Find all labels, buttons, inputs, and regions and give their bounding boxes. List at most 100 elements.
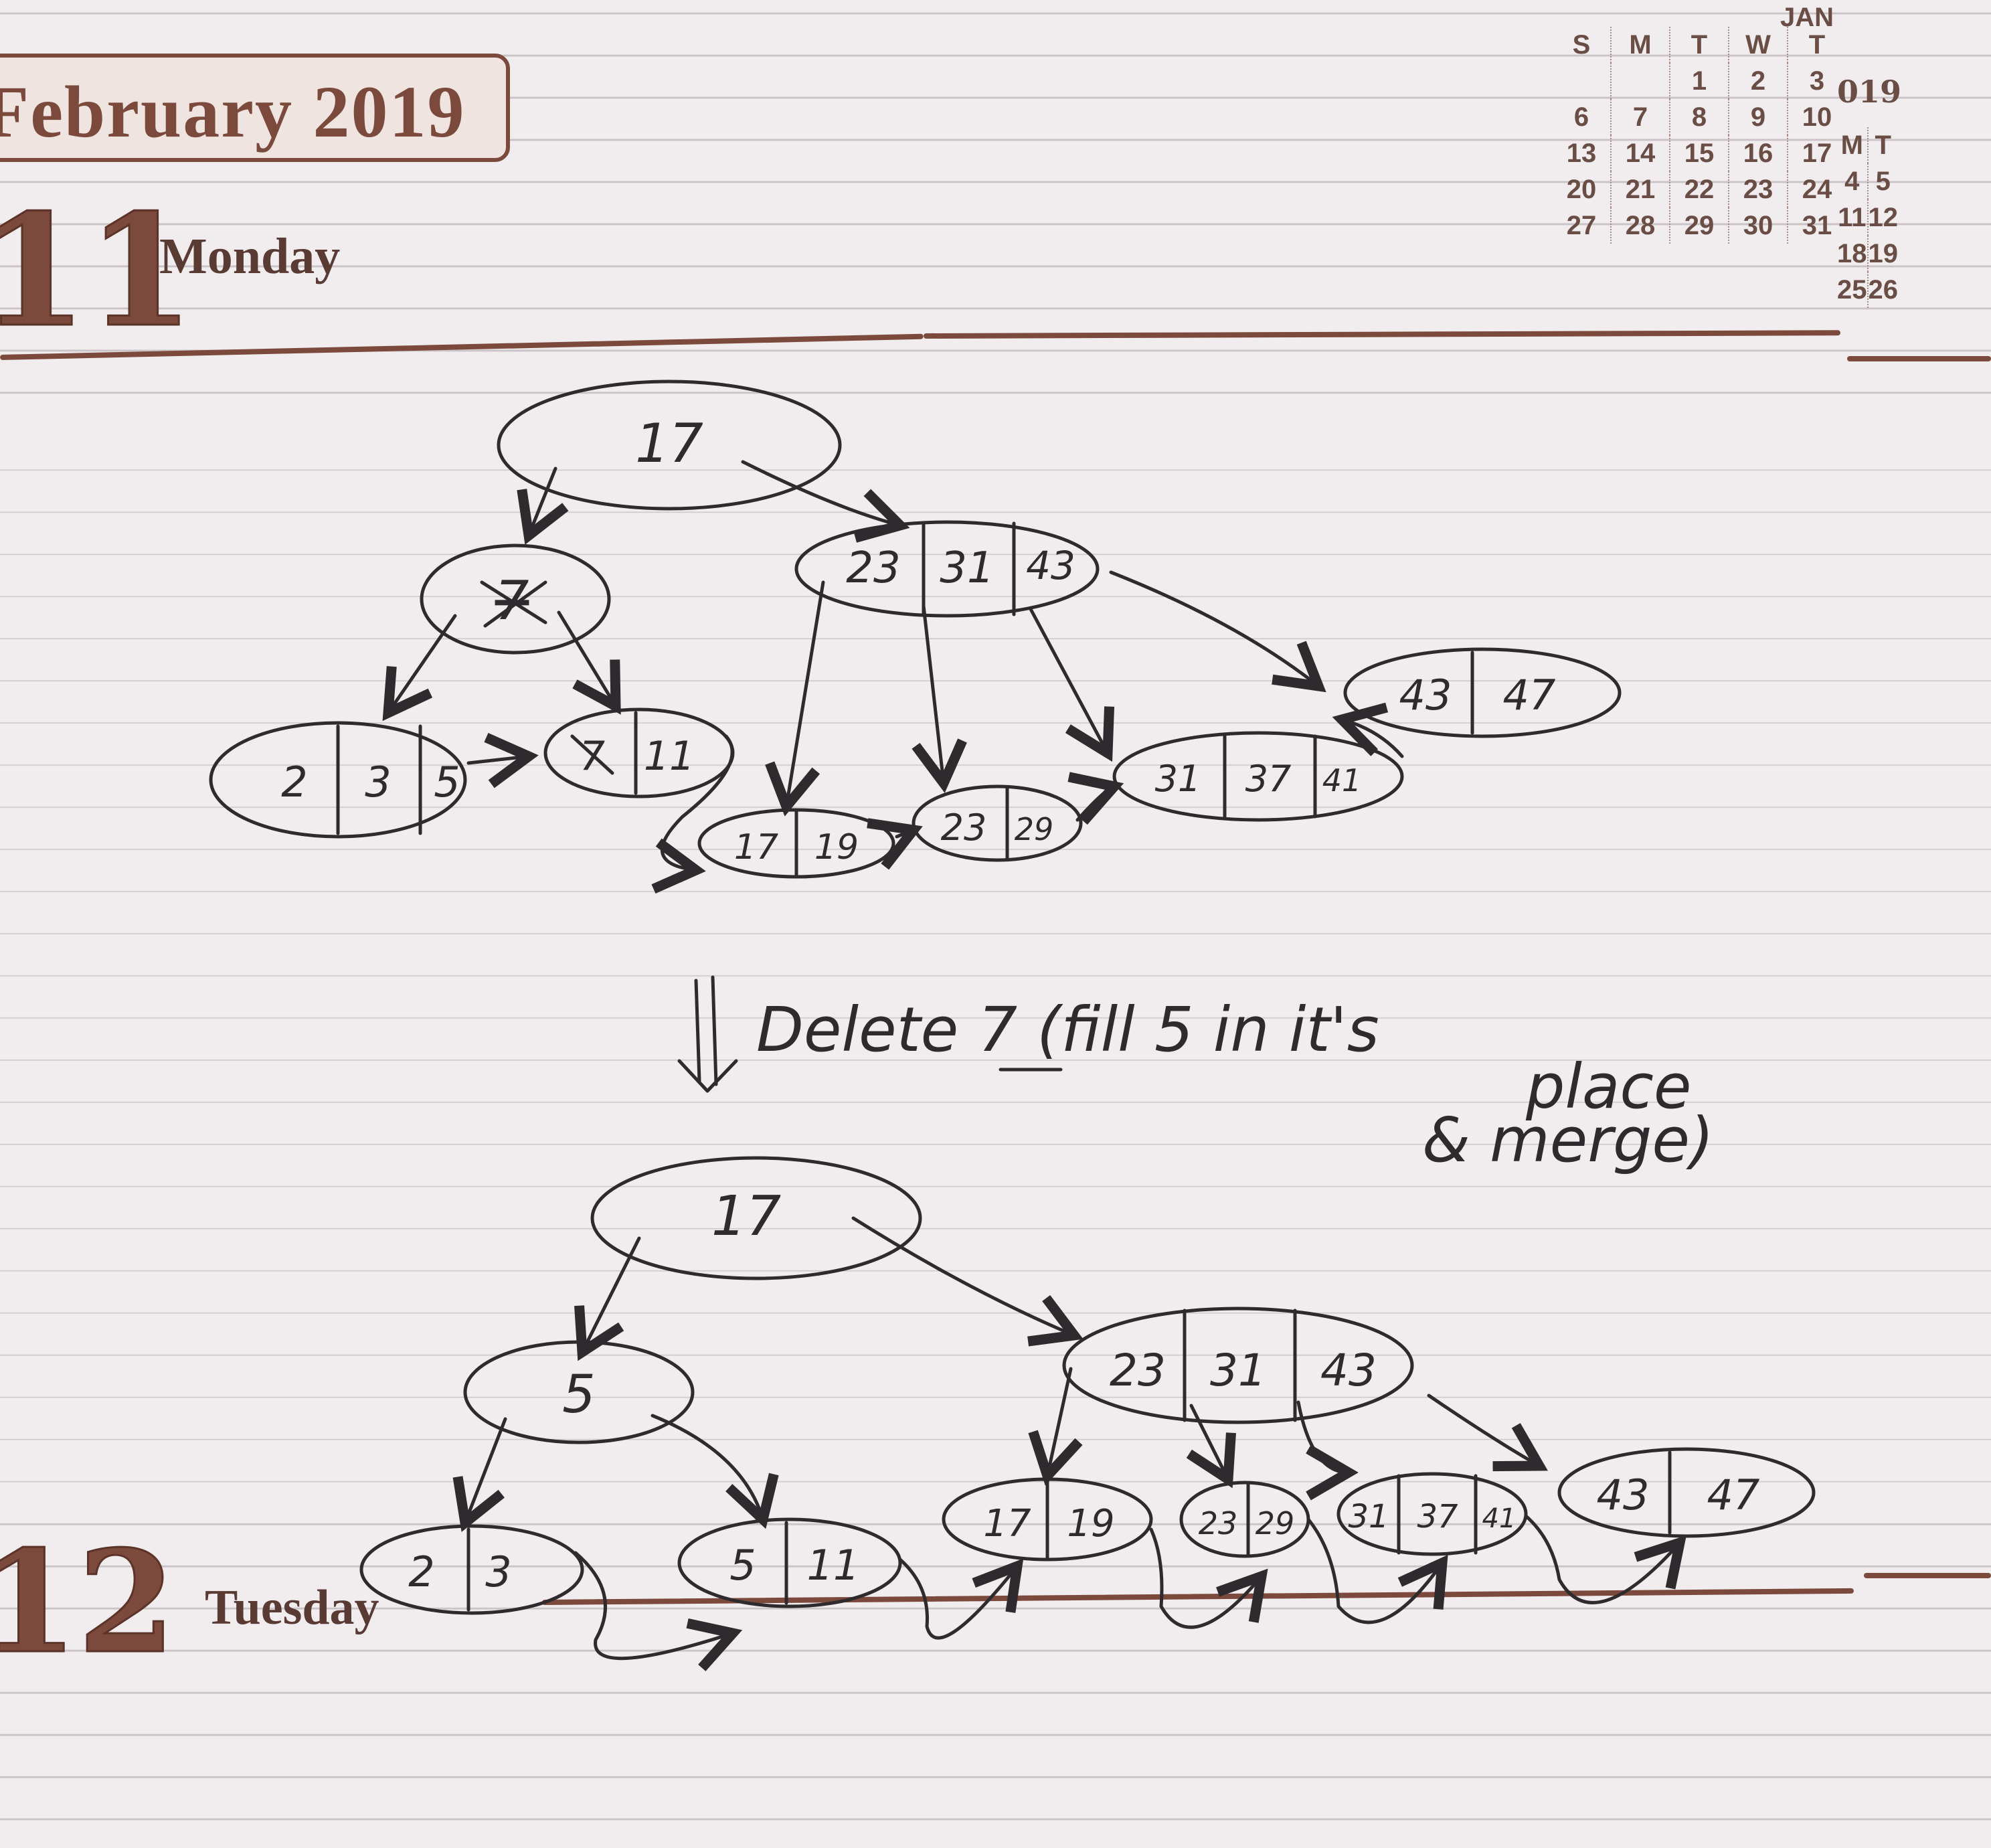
key-cell: 37 bbox=[1245, 758, 1292, 800]
calendar-day: 26 bbox=[1867, 272, 1898, 308]
calendar-day: 29 bbox=[1669, 207, 1729, 244]
key-cell: 2 bbox=[281, 758, 307, 807]
key-cell: 5 bbox=[729, 1541, 756, 1590]
left-internal-before bbox=[420, 543, 611, 655]
key-cell: 31 bbox=[1348, 1498, 1389, 1535]
leaf-node bbox=[359, 1524, 584, 1615]
calendar-grid: S M T W T 1 2 3 6 7 8 9 10 13 bbox=[1553, 27, 1846, 244]
calendar-day: 7 bbox=[1610, 99, 1670, 135]
annotation-line-2: place bbox=[1525, 1051, 1692, 1122]
leaf-node bbox=[912, 784, 1083, 862]
calendar-day: 4 bbox=[1844, 166, 1860, 196]
key-cell: 23 bbox=[1199, 1505, 1238, 1541]
down-arrow-icon bbox=[694, 975, 718, 1086]
tree-after: 17 5 23 31 43 2 3 5 11 17 19 23 29 bbox=[359, 1156, 1816, 1671]
day-divider-top-edge bbox=[1847, 356, 1991, 361]
calendar-day: 22 bbox=[1669, 171, 1729, 207]
mini-calendar: JAN S M T W T 1 2 3 6 7 8 9 10 bbox=[1553, 3, 1846, 244]
key-cell: 11 bbox=[644, 733, 695, 780]
calendar-day: 5 bbox=[1867, 163, 1898, 199]
calendar-header: T bbox=[1787, 27, 1846, 63]
calendar-header: S bbox=[1572, 29, 1591, 60]
root-key-before: 17 bbox=[635, 412, 703, 475]
key-cell: 11 bbox=[807, 1541, 860, 1590]
calendar-day: 30 bbox=[1728, 207, 1788, 244]
annotation-line-1: Delete 7 (fill 5 in it's bbox=[756, 994, 1379, 1066]
calendar-day: 21 bbox=[1610, 171, 1670, 207]
calendar-header: T bbox=[1669, 27, 1729, 63]
key-cell: 43 bbox=[1399, 671, 1452, 720]
key-cell: 31 bbox=[940, 543, 994, 593]
down-arrow-head bbox=[677, 1059, 738, 1093]
calendar-day: 11 bbox=[1838, 202, 1867, 232]
key-cell: 17 bbox=[734, 827, 778, 867]
calendar-day bbox=[1610, 63, 1670, 99]
calendar-day: 15 bbox=[1669, 135, 1729, 171]
calendar-day: 12 bbox=[1867, 199, 1898, 236]
calendar-day: 20 bbox=[1566, 174, 1597, 204]
root-key-after: 17 bbox=[711, 1185, 781, 1248]
key-cell: 23 bbox=[941, 807, 987, 849]
key-cell: 47 bbox=[1503, 671, 1556, 720]
month-banner: February 2019 bbox=[0, 54, 510, 162]
calendar-day: 10 bbox=[1787, 99, 1846, 135]
strike-mark bbox=[570, 734, 614, 775]
key-cell: 43 bbox=[1597, 1471, 1650, 1519]
day-number-tuesday: 12 bbox=[0, 1519, 177, 1686]
calendar-day: 2 bbox=[1728, 63, 1788, 99]
key-cell: 2 bbox=[408, 1547, 434, 1596]
calendar-day: 3 bbox=[1787, 63, 1846, 99]
key-cell: 47 bbox=[1707, 1471, 1760, 1519]
leaf-node bbox=[677, 1517, 902, 1608]
calendar-day: 6 bbox=[1573, 102, 1589, 132]
leaf-node bbox=[543, 707, 735, 799]
day-name-tuesday: Tuesday bbox=[205, 1580, 379, 1635]
calendar-day: 18 bbox=[1837, 238, 1867, 268]
annotation-line-3: & merge) bbox=[1422, 1104, 1714, 1176]
calendar-month-label: JAN bbox=[1780, 3, 1834, 32]
calendar-day: 19 bbox=[1867, 236, 1898, 272]
calendar-header: T bbox=[1867, 127, 1898, 163]
key-cell: 17 bbox=[983, 1502, 1031, 1545]
key-cell: 3 bbox=[485, 1547, 511, 1596]
root-node-after bbox=[590, 1156, 922, 1280]
strike-mark bbox=[480, 580, 547, 628]
left-internal-key-after: 5 bbox=[562, 1365, 596, 1425]
calendar-day: 24 bbox=[1787, 171, 1846, 207]
calendar-grid-next: M T 4 5 11 12 18 19 25 26 bbox=[1837, 127, 1898, 308]
calendar-day: 28 bbox=[1610, 207, 1670, 244]
calendar-day: 8 bbox=[1669, 99, 1729, 135]
leaf-node bbox=[1336, 1472, 1528, 1556]
calendar-day: 23 bbox=[1728, 171, 1788, 207]
day-number-monday: 11 bbox=[0, 180, 195, 363]
leaf-node bbox=[1343, 647, 1622, 738]
calendar-day: 14 bbox=[1610, 135, 1670, 171]
calendar-day: 9 bbox=[1728, 99, 1788, 135]
right-internal-before bbox=[794, 520, 1100, 618]
leaf-node bbox=[1557, 1447, 1816, 1538]
key-cell: 41 bbox=[1482, 1503, 1517, 1534]
leaf-node bbox=[209, 721, 467, 839]
key-cell: 3 bbox=[365, 758, 391, 807]
key-cell: 31 bbox=[1210, 1345, 1266, 1396]
calendar-day: 27 bbox=[1566, 210, 1597, 240]
calendar-day: 31 bbox=[1787, 207, 1846, 244]
key-cell: 29 bbox=[1015, 811, 1054, 847]
key-cell: 43 bbox=[1320, 1345, 1377, 1396]
calendar-year-label: 019 bbox=[1837, 74, 1902, 110]
calendar-header: M bbox=[1840, 130, 1863, 160]
key-cell: 41 bbox=[1322, 762, 1362, 799]
day-name-monday: Monday bbox=[159, 228, 341, 284]
key-cell: 23 bbox=[1110, 1345, 1166, 1396]
key-cell: 5 bbox=[434, 758, 460, 807]
month-title: February 2019 bbox=[0, 71, 466, 153]
calendar-day: 13 bbox=[1566, 138, 1597, 168]
tree-before: 17 7 23 31 43 2 3 5 7 11 17 19 bbox=[209, 380, 1622, 894]
key-cell: 37 bbox=[1417, 1498, 1458, 1535]
delete-annotation: Delete 7 (fill 5 in it's place & merge) bbox=[677, 975, 1714, 1176]
calendar-day: 16 bbox=[1728, 135, 1788, 171]
key-cell: 43 bbox=[1026, 543, 1075, 588]
key-cell: 19 bbox=[1067, 1502, 1114, 1545]
